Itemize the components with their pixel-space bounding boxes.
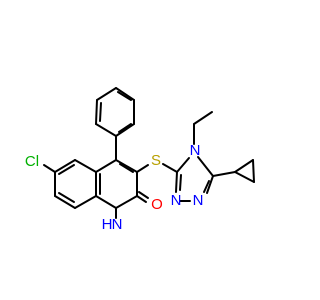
bond xyxy=(95,195,117,209)
atom-labels: Cl S O N H N N N xyxy=(25,142,204,233)
bond xyxy=(99,102,102,122)
bond xyxy=(162,163,178,173)
bond xyxy=(43,164,56,173)
bond xyxy=(206,175,214,194)
bond xyxy=(175,171,178,193)
chemical-structure-diagram: Cl S O N H N N N xyxy=(25,87,255,233)
bond xyxy=(117,91,132,101)
bond xyxy=(212,171,236,177)
bond xyxy=(115,87,135,101)
bond xyxy=(58,164,75,175)
bond xyxy=(54,159,76,173)
bond xyxy=(252,159,255,183)
bonds xyxy=(43,87,255,219)
bond xyxy=(74,159,97,173)
triazole-nitrogen-left-label: N xyxy=(171,192,182,209)
bond xyxy=(203,180,210,193)
bond xyxy=(179,174,182,191)
bond xyxy=(118,123,132,133)
bond xyxy=(74,195,97,209)
bond xyxy=(58,192,75,203)
bond xyxy=(95,123,117,137)
bond xyxy=(176,157,190,173)
bond xyxy=(193,111,213,125)
bond xyxy=(138,191,149,199)
amine-nitrogen-label: N xyxy=(112,216,123,233)
bond xyxy=(115,195,138,209)
oxygen-label: O xyxy=(151,196,163,213)
bond xyxy=(119,163,134,173)
amine-hydrogen-label: H xyxy=(102,216,113,233)
bond xyxy=(115,159,138,173)
ethyl-nitrogen-label: N xyxy=(190,142,201,159)
bond xyxy=(95,99,98,125)
bond xyxy=(136,195,147,203)
bond xyxy=(234,171,255,183)
bond xyxy=(115,123,135,137)
bond xyxy=(234,159,254,173)
chlorine-label: Cl xyxy=(25,153,39,170)
bond xyxy=(136,164,149,173)
bond xyxy=(95,159,117,173)
bond xyxy=(54,195,76,209)
triazole-nitrogen-right-label: N xyxy=(193,192,204,209)
bond xyxy=(197,156,214,177)
sulfur-label: S xyxy=(151,152,161,169)
bond xyxy=(96,87,117,101)
